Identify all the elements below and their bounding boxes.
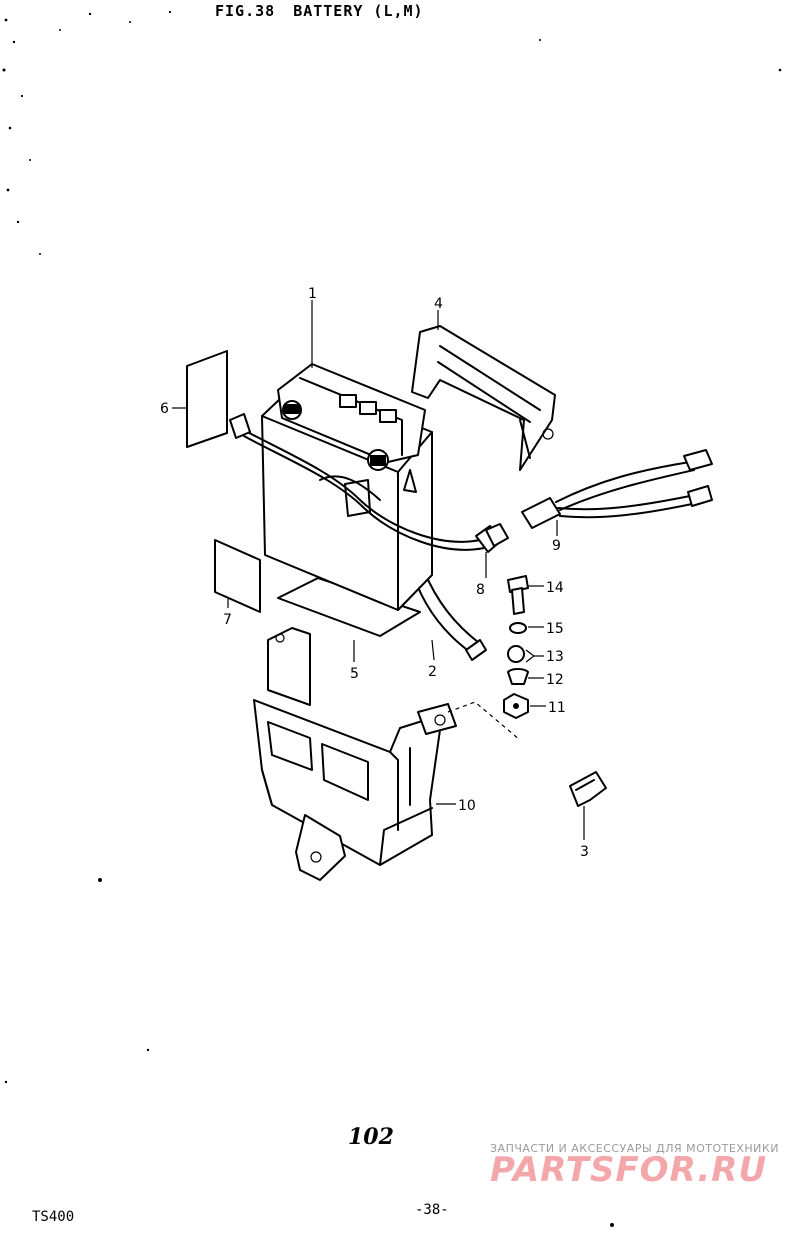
callout-1: 1: [308, 286, 317, 302]
part-10-battery-holder: [253, 627, 457, 881]
figure-name: BATTERY (L,M): [293, 2, 424, 20]
battery-cables: [229, 413, 485, 551]
callout-15: 15: [546, 621, 564, 637]
sheet-number: -38-: [415, 1202, 449, 1218]
callout-7: 7: [223, 612, 232, 628]
part-3-clamp: [569, 771, 607, 840]
callout-4: 4: [434, 296, 443, 312]
part-9-wire-harness: [521, 449, 713, 536]
model-code: TS400: [32, 1209, 75, 1225]
callout-2: 2: [428, 664, 437, 680]
callout-14: 14: [546, 580, 564, 596]
part-1-battery: [261, 300, 433, 611]
part-6-pad: [172, 350, 228, 448]
watermark-tagline: ЗАПЧАСТИ И АКСЕССУАРЫ ДЛЯ МОТОТЕХНИКИ: [490, 1142, 779, 1155]
watermark-logo: PARTSFOR.RU: [490, 1150, 768, 1190]
part-15-washer: [509, 622, 544, 634]
fastener-alignment-line: [447, 701, 521, 741]
part-13-lock-washer: [507, 645, 544, 663]
callout-6: 6: [160, 401, 169, 417]
callout-10: 10: [458, 798, 476, 814]
catalog-page-number: 102: [348, 1124, 394, 1150]
part-11-nut: [503, 693, 546, 719]
figure-title: FIG.38 BATTERY (L,M): [215, 2, 424, 20]
part-7-pad: [214, 539, 261, 613]
part-14-bolt: [507, 575, 544, 615]
callout-11: 11: [548, 700, 566, 716]
part-8-connector: [475, 523, 509, 578]
callout-12: 12: [546, 672, 564, 688]
part-12-clip: [507, 668, 544, 685]
scan-noise: [2, 10, 782, 1227]
callout-8: 8: [476, 582, 485, 598]
callout-labels: 1 4 6 8 9 7 5 2 14 15 13 12 11 10 3: [160, 286, 589, 860]
callout-3: 3: [580, 844, 589, 860]
part-5-pad: [277, 577, 421, 662]
callout-13: 13: [546, 649, 564, 665]
figure-id: FIG.38: [215, 2, 276, 20]
callout-9: 9: [552, 538, 561, 554]
callout-5: 5: [350, 666, 359, 682]
part-4-battery-strap: [411, 310, 556, 471]
